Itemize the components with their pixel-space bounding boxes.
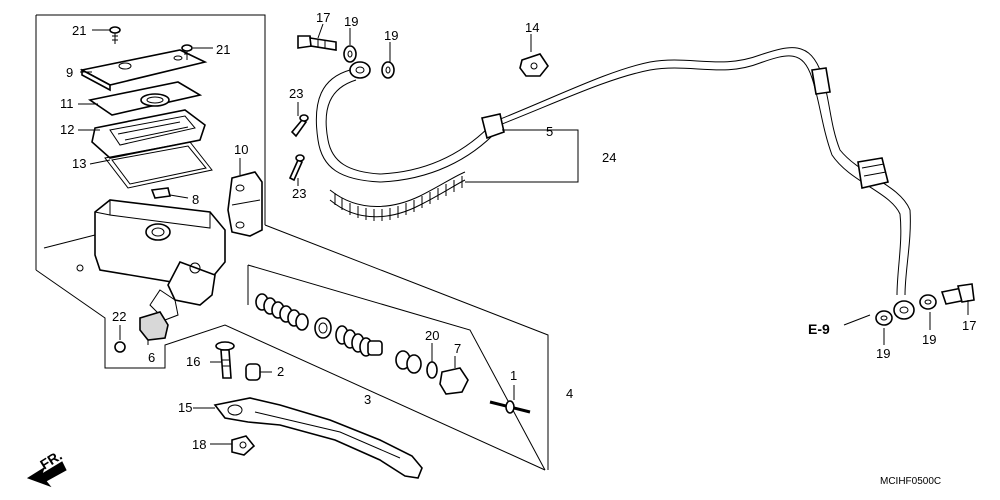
secondary-cup [395, 350, 422, 374]
label-7: 7 [454, 341, 461, 356]
washer-19-upper-a [343, 45, 357, 63]
label-13: 13 [72, 156, 86, 171]
label-18: 18 [192, 437, 206, 452]
label-5: 5 [546, 124, 553, 139]
clutch-hose-24 [315, 47, 911, 296]
label-22: 22 [112, 309, 126, 324]
label-23-b: 23 [292, 186, 306, 201]
label-17-lower: 17 [962, 318, 976, 333]
gasket-13 [104, 141, 213, 189]
label-11: 11 [60, 96, 74, 111]
bolt-23-a [290, 114, 309, 138]
label-4: 4 [566, 386, 573, 401]
banjo-fitting-upper [349, 61, 371, 79]
label-1: 1 [510, 368, 517, 383]
piston-spring [255, 293, 309, 331]
leader-lines [78, 23, 969, 445]
label-12: 12 [60, 122, 74, 137]
assembly-boundary-lines [35, 14, 549, 471]
circlip-20 [426, 361, 438, 379]
label-17-upper: 17 [316, 10, 330, 25]
label-23-a: 23 [289, 86, 303, 101]
label-19-lower-b: 19 [922, 332, 936, 347]
label-8: 8 [192, 192, 199, 207]
piston [335, 325, 383, 357]
label-16: 16 [186, 354, 200, 369]
clamp-14 [519, 53, 549, 77]
label-21-b: 21 [216, 42, 230, 57]
label-15: 15 [178, 400, 192, 415]
label-9: 9 [66, 65, 73, 80]
clip-8 [150, 187, 171, 199]
label-2: 2 [277, 364, 284, 379]
screw-21-b [181, 44, 193, 60]
screw-21-a [109, 26, 121, 44]
washer-19-lower-b [919, 294, 937, 310]
label-6: 6 [148, 350, 155, 365]
bush-2 [245, 363, 261, 381]
master-cylinder-body [43, 199, 226, 321]
diaphragm-plate-11 [87, 81, 203, 116]
front-arrow-icon [26, 461, 67, 488]
label-24: 24 [602, 150, 616, 165]
banjo-fitting-lower [893, 300, 915, 320]
holder-10 [227, 171, 263, 237]
label-21-a: 21 [72, 23, 86, 38]
diaphragm-12 [91, 109, 206, 159]
hose-coil-wraps [334, 176, 463, 221]
washer-19-upper-b [381, 61, 395, 79]
label-19-upper-a: 19 [344, 14, 358, 29]
label-20: 20 [425, 328, 439, 343]
banjo-bolt-17-upper [297, 35, 337, 51]
lever-15 [213, 397, 423, 479]
boot-7 [439, 367, 469, 395]
reservoir-cap-9 [79, 49, 208, 92]
label-19-upper-b: 19 [384, 28, 398, 43]
diagram-code: MCIHF0500C [880, 476, 941, 487]
label-19-lower-a: 19 [876, 346, 890, 361]
switch-6 [139, 311, 169, 341]
bolt-23-b [288, 154, 305, 182]
push-rod-1 [489, 400, 531, 414]
pivot-bolt-16 [215, 341, 235, 379]
washer-19-lower-a [875, 310, 893, 326]
reference-label-e9: E-9 [808, 321, 830, 337]
label-3: 3 [364, 392, 371, 407]
label-10: 10 [234, 142, 248, 157]
piston-cup [314, 317, 332, 339]
nut-18 [231, 435, 256, 456]
label-14: 14 [525, 20, 539, 35]
banjo-bolt-17-lower [940, 283, 975, 305]
